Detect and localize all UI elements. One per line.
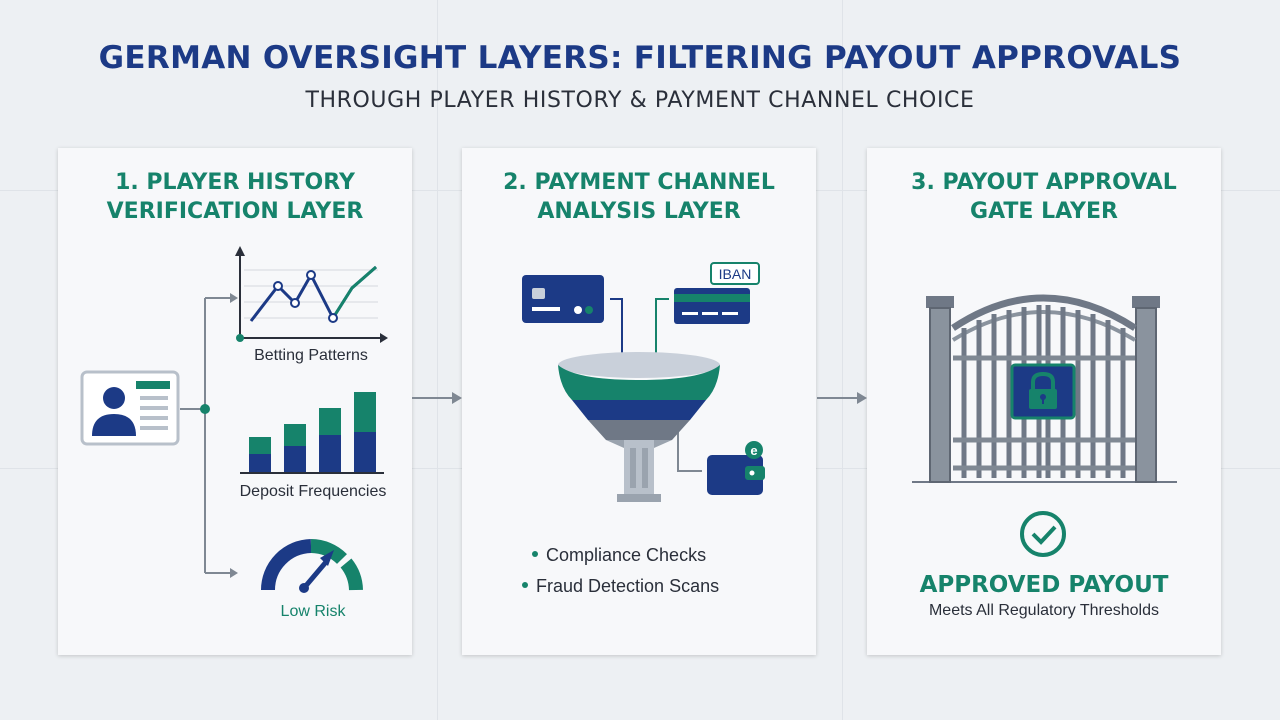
panel-payout-gate: 3. PAYOUT APPROVAL GATE LAYER xyxy=(867,148,1221,655)
page-title: GERMAN OVERSIGHT LAYERS: FILTERING PAYOU… xyxy=(98,40,1182,76)
panel-title: 1. PLAYER HISTORY VERIFICATION LAYER xyxy=(58,168,412,226)
page-subtitle: THROUGH PLAYER HISTORY & PAYMENT CHANNEL… xyxy=(305,88,975,113)
flow-arrow xyxy=(817,392,867,404)
low-risk-label: Low Risk xyxy=(280,603,346,620)
wallet-icon xyxy=(707,441,765,495)
panel-title-line: 1. PLAYER HISTORY xyxy=(115,170,355,195)
lock-icon xyxy=(1010,363,1076,420)
bar-chart-icon xyxy=(240,392,384,474)
panel-title-line: 3. PAYOUT APPROVAL xyxy=(911,170,1177,195)
deposit-frequencies-label: Deposit Frequencies xyxy=(239,483,387,500)
funnel-icon xyxy=(558,352,720,502)
panel-title-line: VERIFICATION LAYER xyxy=(106,199,364,224)
bullet-dot xyxy=(532,551,538,558)
bullet-text: Fraud Detection Scans xyxy=(536,576,720,596)
panel-title-line: 2. PAYMENT CHANNEL xyxy=(503,170,775,195)
connector-node xyxy=(200,404,210,414)
bullet-item: Compliance Checks xyxy=(532,545,706,566)
line-chart-icon xyxy=(235,246,388,343)
bullet-text: Compliance Checks xyxy=(546,545,707,565)
credit-card-icon xyxy=(522,275,604,323)
panel-player-history: 1. PLAYER HISTORY VERIFICATION LAYER xyxy=(58,148,412,655)
panel-illustration xyxy=(912,294,1177,557)
panel-title: 3. PAYOUT APPROVAL GATE LAYER xyxy=(867,168,1221,226)
grid-line xyxy=(437,0,438,720)
panel-payment-channel: 2. PAYMENT CHANNEL ANALYSIS LAYER IBAN xyxy=(462,148,816,655)
check-circle-icon xyxy=(1020,511,1066,557)
panel-title: 2. PAYMENT CHANNEL ANALYSIS LAYER xyxy=(462,168,816,226)
iban-tag: IBAN xyxy=(719,266,752,282)
approved-payout-status: APPROVED PAYOUT xyxy=(919,572,1169,598)
id-card-icon xyxy=(80,370,180,446)
approved-payout-subtext: Meets All Regulatory Thresholds xyxy=(928,602,1160,619)
grid-line xyxy=(842,0,843,720)
bank-card-icon xyxy=(674,262,760,324)
bullet-item: Fraud Detection Scans xyxy=(522,576,719,597)
connector-lines xyxy=(610,298,623,362)
e-money-tag: e xyxy=(750,443,757,458)
gauge-icon xyxy=(261,539,363,593)
connector-lines xyxy=(180,293,238,578)
panel-title-line: GATE LAYER xyxy=(970,199,1118,224)
panel-illustration xyxy=(80,246,388,593)
gate-icon xyxy=(912,294,1177,483)
flow-arrow xyxy=(412,392,462,404)
betting-patterns-label: Betting Patterns xyxy=(254,347,368,364)
bullet-dot xyxy=(522,582,528,589)
panel-illustration: IBAN e xyxy=(522,262,765,502)
panel-title-line: ANALYSIS LAYER xyxy=(537,199,741,224)
